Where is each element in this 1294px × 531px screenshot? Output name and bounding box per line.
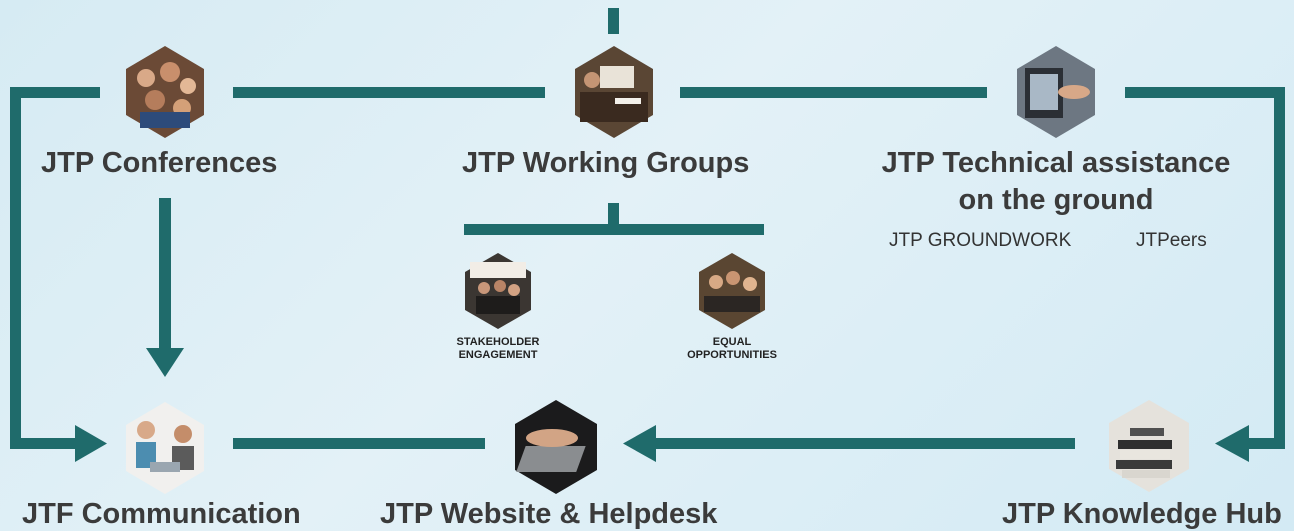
equal-opportunities-label: EQUAL OPPORTUNITIES <box>674 336 790 362</box>
working-groups-label: JTP Working Groups <box>462 147 750 179</box>
stakeholder-label: STAKEHOLDER ENGAGEMENT <box>440 336 556 362</box>
technical-assistance-label-line1: JTP Technical assistance <box>881 147 1231 179</box>
top-connector-stub <box>608 8 619 34</box>
stakeholder-label-line1: STAKEHOLDER <box>456 336 540 348</box>
technical-assistance-photo-hexagon <box>1017 46 1095 138</box>
website-label: JTP Website & Helpdesk <box>380 498 718 530</box>
equal-opportunities-photo-hexagon <box>699 253 765 329</box>
connector-left-vertical <box>10 87 21 449</box>
conferences-label: JTP Conferences <box>41 147 278 179</box>
communication-label: JTF Communication <box>22 498 301 530</box>
website-photo-hexagon <box>515 400 597 494</box>
connector-conferences-workinggroups <box>233 87 545 98</box>
connector-conferences-down <box>159 198 171 353</box>
communication-photo-hexagon <box>126 402 204 494</box>
conferences-photo-hexagon <box>126 46 204 138</box>
connector-communication-website <box>233 438 485 449</box>
connector-right-bottom <box>1240 438 1285 449</box>
stakeholder-photo-hexagon <box>465 253 531 329</box>
technical-assistance-label-line2: on the ground <box>958 184 1154 216</box>
working-groups-photo-hexagon <box>575 46 653 138</box>
connector-workinggroups-technical <box>680 87 987 98</box>
groundwork-label: JTP GROUNDWORK <box>889 230 1072 251</box>
stakeholder-label-line2: ENGAGEMENT <box>458 349 538 361</box>
arrow-to-communication-left <box>75 425 107 462</box>
equal-opportunities-label-line1: EQUAL <box>712 336 752 348</box>
arrow-to-communication-down <box>146 348 184 377</box>
connector-subgroups-bracket <box>464 224 764 235</box>
connector-left-top <box>10 87 100 98</box>
connector-left-bottom <box>10 438 85 449</box>
arrow-to-knowledge-hub <box>1215 425 1249 462</box>
connector-right-top <box>1125 87 1285 98</box>
connector-right-vertical <box>1274 87 1285 449</box>
connector-workinggroups-down <box>608 203 619 231</box>
equal-opportunities-label-line2: OPPORTUNITIES <box>687 349 777 361</box>
knowledge-hub-photo-hexagon <box>1109 400 1189 492</box>
connector-knowledge-website <box>650 438 1075 449</box>
arrow-to-website <box>623 425 656 462</box>
knowledge-hub-label: JTP Knowledge Hub <box>1002 498 1282 530</box>
jtpeers-label: JTPeers <box>1136 230 1207 251</box>
